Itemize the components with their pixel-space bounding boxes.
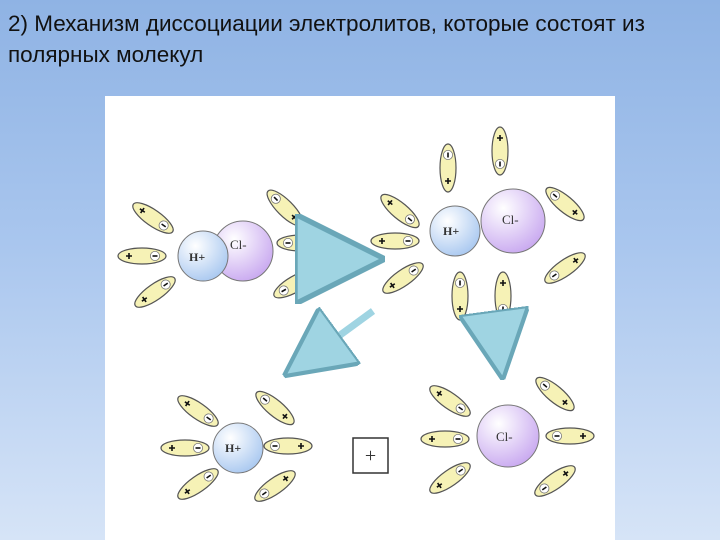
water-dipole: [263, 437, 313, 455]
water-dipole: [540, 181, 590, 227]
water-dipole: [127, 196, 179, 240]
hydrogen-label: H+: [225, 441, 241, 455]
water-dipole: [250, 385, 300, 431]
hydrogen-ion: [429, 205, 481, 257]
hydrogen-ion: [177, 230, 229, 282]
water-dipole: [172, 462, 224, 506]
water-dipole: [539, 246, 591, 290]
hydrogen-ion: [212, 422, 264, 474]
water-dipole: [420, 430, 470, 448]
slide-title: 2) Механизм диссоциации электролитов, ко…: [8, 11, 645, 67]
water-dipole: [424, 456, 476, 500]
hydrogen-label: H+: [443, 224, 459, 238]
water-dipole: [451, 271, 469, 321]
plus-sign-box: [352, 437, 389, 474]
hydrated-hydrogen-ion: H+: [160, 385, 313, 508]
chlorine-label: Cl-: [496, 429, 513, 444]
chlorine-ion: [480, 188, 546, 254]
water-dipole: [491, 126, 509, 176]
plus-sign: +: [365, 445, 376, 467]
diagram-panel: Cl- H+ Cl- H+: [105, 96, 615, 540]
chlorine-label: Cl-: [502, 212, 519, 227]
water-dipole: [117, 247, 167, 265]
hydrogen-label: H+: [189, 250, 205, 264]
chlorine-label: Cl-: [230, 237, 247, 252]
water-dipole: [172, 389, 224, 433]
water-dipole: [370, 232, 420, 250]
molecule-group-separating: Cl- H+: [370, 126, 591, 321]
water-dipole: [377, 256, 429, 300]
hydrated-chlorine-ion: Cl-: [420, 371, 595, 503]
water-dipole: [261, 184, 309, 232]
arrow-diagonal: [295, 311, 376, 368]
water-dipole: [249, 464, 301, 508]
molecule-group-intact: Cl- H+: [117, 184, 326, 314]
water-dipole: [439, 143, 457, 193]
water-dipole: [530, 371, 580, 417]
chlorine-ion: [476, 404, 540, 468]
arrow-down: [497, 336, 501, 366]
dissociation-diagram: Cl- H+ Cl- H+: [117, 126, 595, 508]
water-dipole: [494, 271, 512, 321]
water-dipole: [160, 439, 210, 457]
water-dipole: [276, 234, 326, 252]
water-dipole: [424, 379, 476, 423]
water-dipole: [529, 459, 581, 503]
water-dipole: [545, 427, 595, 445]
water-dipole: [269, 264, 321, 304]
water-dipole: [375, 188, 425, 234]
water-dipole: [129, 270, 181, 314]
